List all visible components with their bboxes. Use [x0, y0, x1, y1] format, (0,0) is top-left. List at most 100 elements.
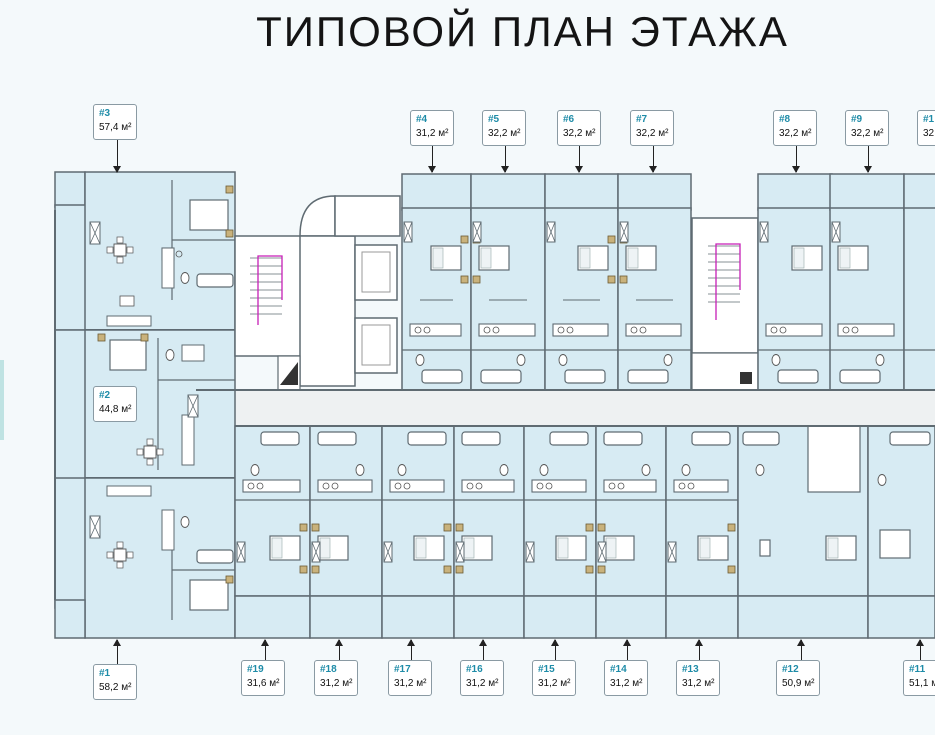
- burner: [403, 482, 411, 490]
- nightstand: [585, 523, 594, 532]
- toilet: [355, 464, 365, 476]
- toilet: [415, 354, 425, 366]
- burner: [466, 482, 474, 490]
- burner: [566, 326, 574, 334]
- stair-direction: [257, 255, 283, 325]
- sink: [181, 344, 205, 362]
- chair: [126, 551, 134, 559]
- bathtub: [603, 431, 643, 446]
- shaft-x: [667, 541, 677, 563]
- bed-2: [109, 339, 147, 371]
- pillow: [839, 247, 851, 269]
- apartment-bottom: [309, 425, 383, 597]
- nightstand: [225, 229, 234, 238]
- nightstand: [460, 235, 469, 244]
- nightstand: [460, 275, 469, 284]
- burner: [851, 326, 859, 334]
- chair: [106, 551, 114, 559]
- arrow-1: [113, 639, 121, 664]
- pillow: [605, 537, 617, 559]
- arrow-7: [649, 146, 657, 173]
- apartment-11: [867, 425, 935, 597]
- pillow: [579, 247, 591, 269]
- shaft-x: [759, 221, 769, 243]
- lobby: [299, 235, 356, 387]
- chair: [156, 448, 164, 456]
- bed-3: [189, 199, 229, 231]
- kitchen-counter: [552, 323, 609, 337]
- burner: [414, 326, 422, 334]
- arrow-9: [864, 146, 872, 173]
- chair: [146, 458, 154, 466]
- shaft-x: [403, 221, 413, 243]
- pillow: [415, 537, 427, 559]
- bathtub: [564, 369, 606, 384]
- arrow-3: [113, 140, 121, 173]
- chair: [116, 561, 124, 569]
- nightstand: [311, 565, 320, 574]
- kitchen-counter: [161, 247, 175, 289]
- apartment-top: [470, 207, 546, 391]
- toilet: [877, 474, 887, 486]
- kitchen-counter: [161, 509, 175, 551]
- apartment-bottom: [453, 425, 525, 597]
- apartment-top: [757, 207, 833, 391]
- toilet: [539, 464, 549, 476]
- nightstand: [727, 565, 736, 574]
- bathtub: [461, 431, 501, 446]
- apartment-top: [903, 207, 935, 391]
- toilet: [397, 464, 407, 476]
- nightstand: [455, 523, 464, 532]
- nightstand: [140, 333, 149, 342]
- toilet: [516, 354, 526, 366]
- arrow-11: [916, 639, 924, 660]
- arrow-4: [428, 146, 436, 173]
- shaft-x: [89, 515, 101, 539]
- toilet: [641, 464, 651, 476]
- burner: [394, 482, 402, 490]
- shaft-x: [831, 221, 841, 243]
- balcony-top: [544, 173, 619, 211]
- toilet: [165, 349, 175, 361]
- chair: [106, 246, 114, 254]
- burner: [322, 482, 330, 490]
- bathtub: [889, 431, 931, 446]
- balcony-top: [757, 173, 833, 211]
- nightstand: [727, 523, 736, 532]
- balcony-bottom: [381, 595, 455, 639]
- pillow: [432, 247, 444, 269]
- toilet: [681, 464, 691, 476]
- bathtub: [627, 369, 669, 384]
- lobby-annex: [334, 195, 401, 237]
- kitchen-counter: [603, 479, 657, 493]
- shaft-fill: [740, 372, 752, 384]
- pillow: [480, 247, 492, 269]
- burner: [256, 482, 264, 490]
- chair: [136, 448, 144, 456]
- nightstand: [607, 275, 616, 284]
- apartment-bottom: [665, 425, 739, 597]
- nightstand: [225, 185, 234, 194]
- kitchen-counter: [673, 479, 729, 493]
- corridor: [196, 390, 935, 426]
- table: [113, 548, 127, 562]
